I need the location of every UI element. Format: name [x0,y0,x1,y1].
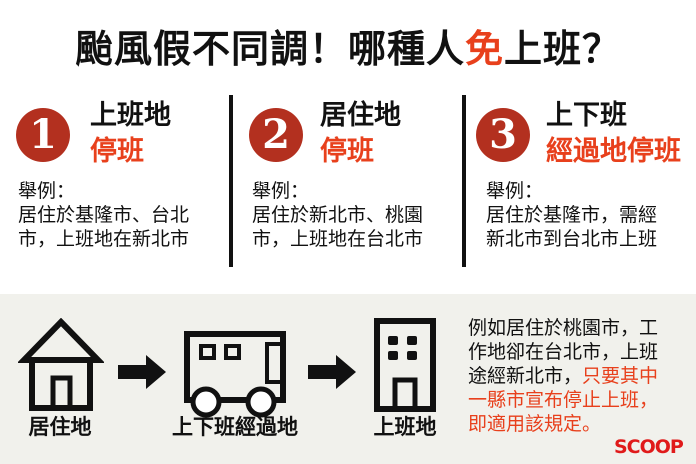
house-icon [18,318,104,411]
case-1-subheading: 停班 [90,136,144,167]
page-title: 颱風假不同調！哪種人免上班？ [74,27,622,71]
flow-label-workplace: 上班地 [373,415,437,439]
case-3-number-badge: 3 [476,108,530,162]
office-building-icon [374,318,436,412]
case-1-heading: 上班地 [90,100,171,131]
case-3-example: 舉例： 居住於基隆市，需經 新北市到台北市上班 [486,180,658,250]
case-1-example: 舉例： 居住於基隆市、台北 市，上班地在新北市 [18,180,190,250]
case-3-heading: 上下班 [546,100,627,131]
column-divider [462,95,466,267]
case-2-heading: 居住地 [320,100,401,131]
scoop-logo: SCOOP [614,436,684,458]
case-2-number-badge: 2 [249,108,303,162]
case-3-subheading: 經過地停班 [546,136,681,167]
flow-label-commute: 上下班經過地 [172,415,298,439]
case-1-number-badge: 1 [16,108,70,162]
arrow-right-icon [118,355,166,389]
case-2-example: 舉例： 居住於新北市、桃園 市，上班地在台北市 [252,180,424,250]
bus-icon [184,331,286,418]
case-2-subheading: 停班 [320,136,374,167]
flow-section [0,294,696,464]
title-highlight: 免 [464,27,504,71]
column-divider [229,95,233,267]
explanation-note: 例如居住於桃園市，工 作地卻在台北市，上班 途經新北市，只要其中 一縣市宣布停止… [468,317,659,435]
arrow-right-icon [308,355,356,389]
flow-label-residence: 居住地 [28,415,92,439]
